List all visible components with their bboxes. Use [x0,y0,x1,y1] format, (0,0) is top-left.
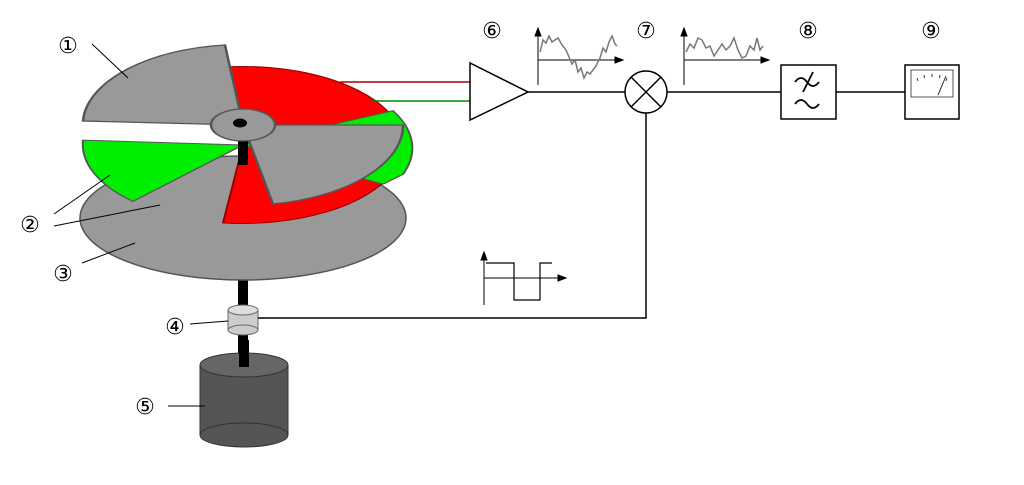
motor [199,340,289,448]
amplified-signal-graph [534,26,625,85]
amplifier-symbol [469,61,530,122]
shaft-upper [238,125,248,165]
label-meter: ⑨ [921,19,941,44]
label-reference-sectors: ② [20,213,40,238]
sync-sensor [227,304,259,336]
reference-wire [258,113,647,319]
label-sync-sensor: ④ [165,315,185,340]
lowpass-filter-symbol [780,64,837,120]
label-lowpass-filter: ⑧ [798,19,818,44]
mixer-symbol [624,70,668,114]
leader-lines [53,43,229,407]
label-base-disk: ③ [53,262,73,287]
chopper-blade [81,44,405,205]
label-chopper-blade: ① [58,34,78,59]
meter-symbol [904,64,960,120]
label-mixer: ⑦ [636,19,656,44]
mixed-signal-graph [680,26,771,85]
label-motor: ⑤ [135,395,155,420]
reference-square-wave-graph [480,250,568,305]
green-sector [81,139,246,203]
label-amplifier: ⑥ [482,19,502,44]
